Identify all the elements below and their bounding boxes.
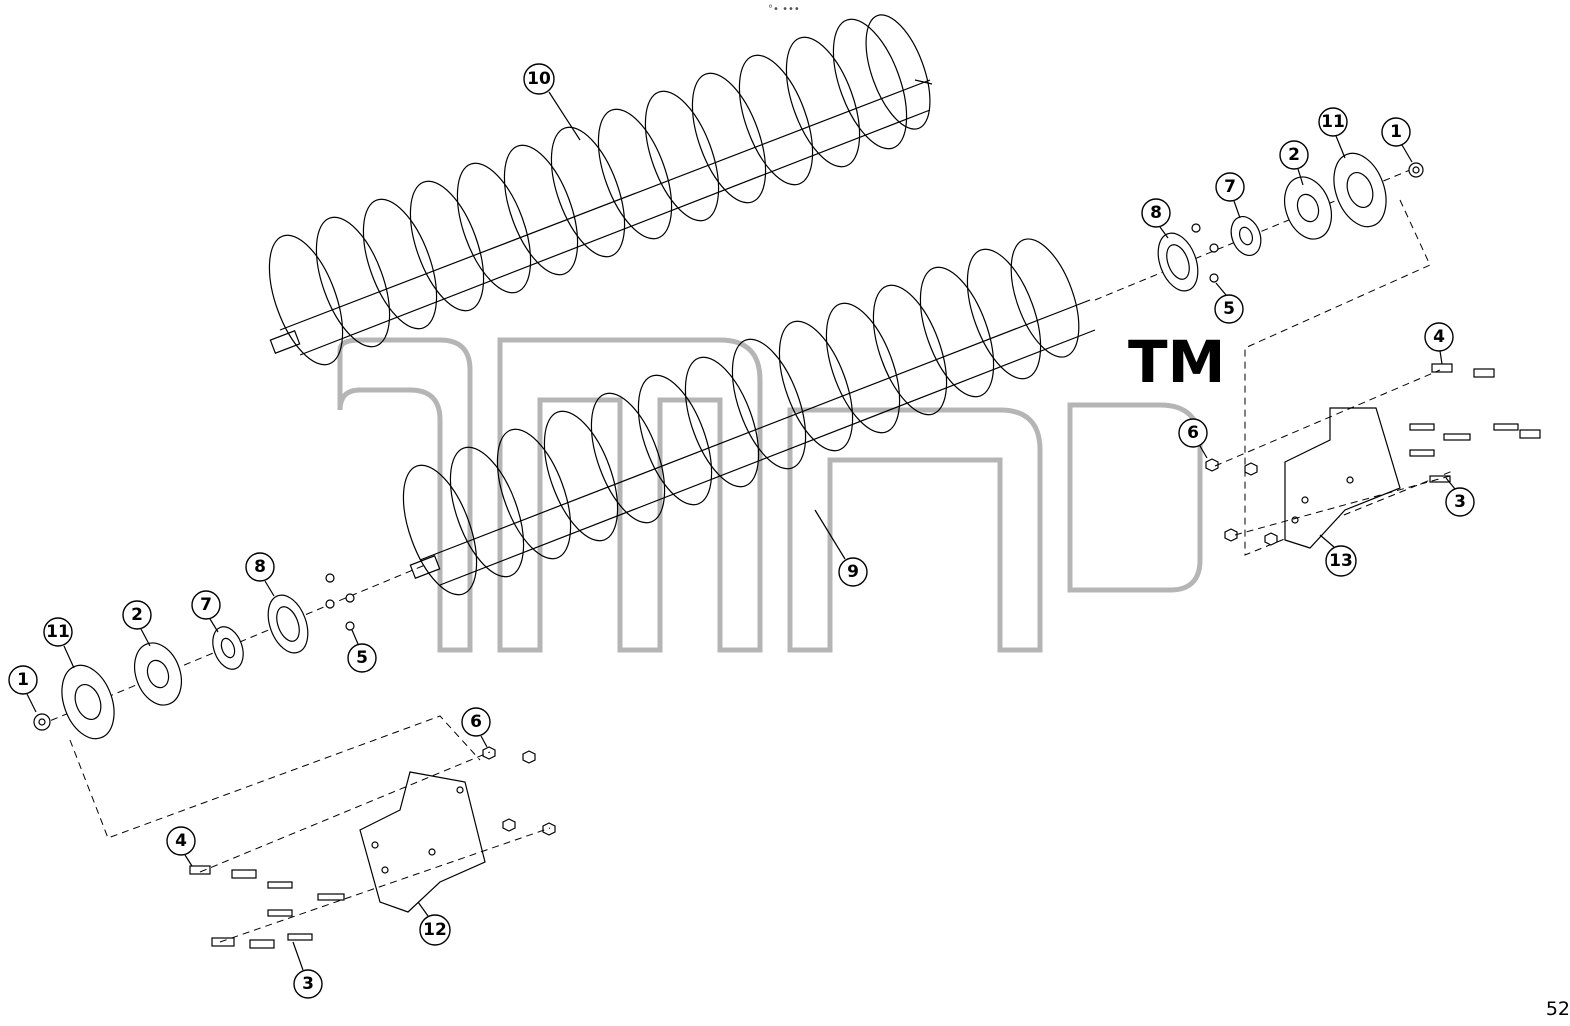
svg-text:3: 3 xyxy=(302,974,314,994)
svg-text:4: 4 xyxy=(175,831,187,851)
upper-auger-roller xyxy=(268,14,933,366)
balloon-5: 5 xyxy=(347,643,377,673)
page-number: 52 xyxy=(1545,998,1570,1020)
balloon-7: 7 xyxy=(191,590,221,620)
balloon-13: 13 xyxy=(1325,545,1357,577)
svg-text:10: 10 xyxy=(527,69,551,89)
svg-text:5: 5 xyxy=(356,648,368,668)
svg-text:3: 3 xyxy=(1454,492,1466,512)
balloon-3: 3 xyxy=(1445,487,1475,517)
svg-text:2: 2 xyxy=(131,605,143,625)
svg-text:11: 11 xyxy=(1321,112,1345,132)
balloon-2: 2 xyxy=(122,600,152,630)
balloon-9: 9 xyxy=(838,557,868,587)
balloon-11: 11 xyxy=(1318,107,1348,137)
balloon-8: 8 xyxy=(245,552,275,582)
left-bearing-assembly xyxy=(33,564,556,949)
balloon-2: 2 xyxy=(1279,140,1309,170)
balloon-3: 3 xyxy=(293,969,323,999)
svg-text:8: 8 xyxy=(1150,203,1162,223)
svg-text:2: 2 xyxy=(1288,145,1300,165)
svg-text:7: 7 xyxy=(1224,177,1236,197)
svg-text:6: 6 xyxy=(1187,423,1199,443)
balloon-12: 12 xyxy=(419,914,451,946)
balloon-10: 10 xyxy=(523,63,555,95)
lower-auger-roller xyxy=(402,238,1096,596)
balloon-6: 6 xyxy=(461,707,491,737)
svg-text:8: 8 xyxy=(254,557,266,577)
balloon-7: 7 xyxy=(1215,172,1245,202)
balloon-4: 4 xyxy=(1424,322,1454,352)
svg-text:11: 11 xyxy=(46,622,70,642)
balloon-6: 6 xyxy=(1178,418,1208,448)
svg-text:12: 12 xyxy=(423,920,447,940)
leader-lines xyxy=(26,91,1456,971)
balloon-1: 1 xyxy=(1381,117,1411,147)
svg-text:6: 6 xyxy=(470,712,482,732)
balloon-4: 4 xyxy=(166,826,196,856)
trademark-symbol: TM xyxy=(1128,328,1225,396)
balloon-11: 11 xyxy=(43,617,73,647)
balloon-5: 5 xyxy=(1214,294,1244,324)
svg-text:4: 4 xyxy=(1433,327,1445,347)
svg-text:9: 9 xyxy=(847,562,859,582)
svg-text:7: 7 xyxy=(200,595,212,615)
top-marker-text: °• ••• xyxy=(768,4,800,15)
svg-text:1: 1 xyxy=(1390,122,1402,142)
svg-text:1: 1 xyxy=(17,670,29,690)
right-bearing-assembly xyxy=(1094,152,1541,556)
svg-text:13: 13 xyxy=(1329,551,1353,571)
balloon-8: 8 xyxy=(1141,198,1171,228)
balloon-1: 1 xyxy=(8,665,38,695)
svg-text:5: 5 xyxy=(1223,299,1235,319)
watermark-logo: TM xyxy=(337,328,1225,653)
